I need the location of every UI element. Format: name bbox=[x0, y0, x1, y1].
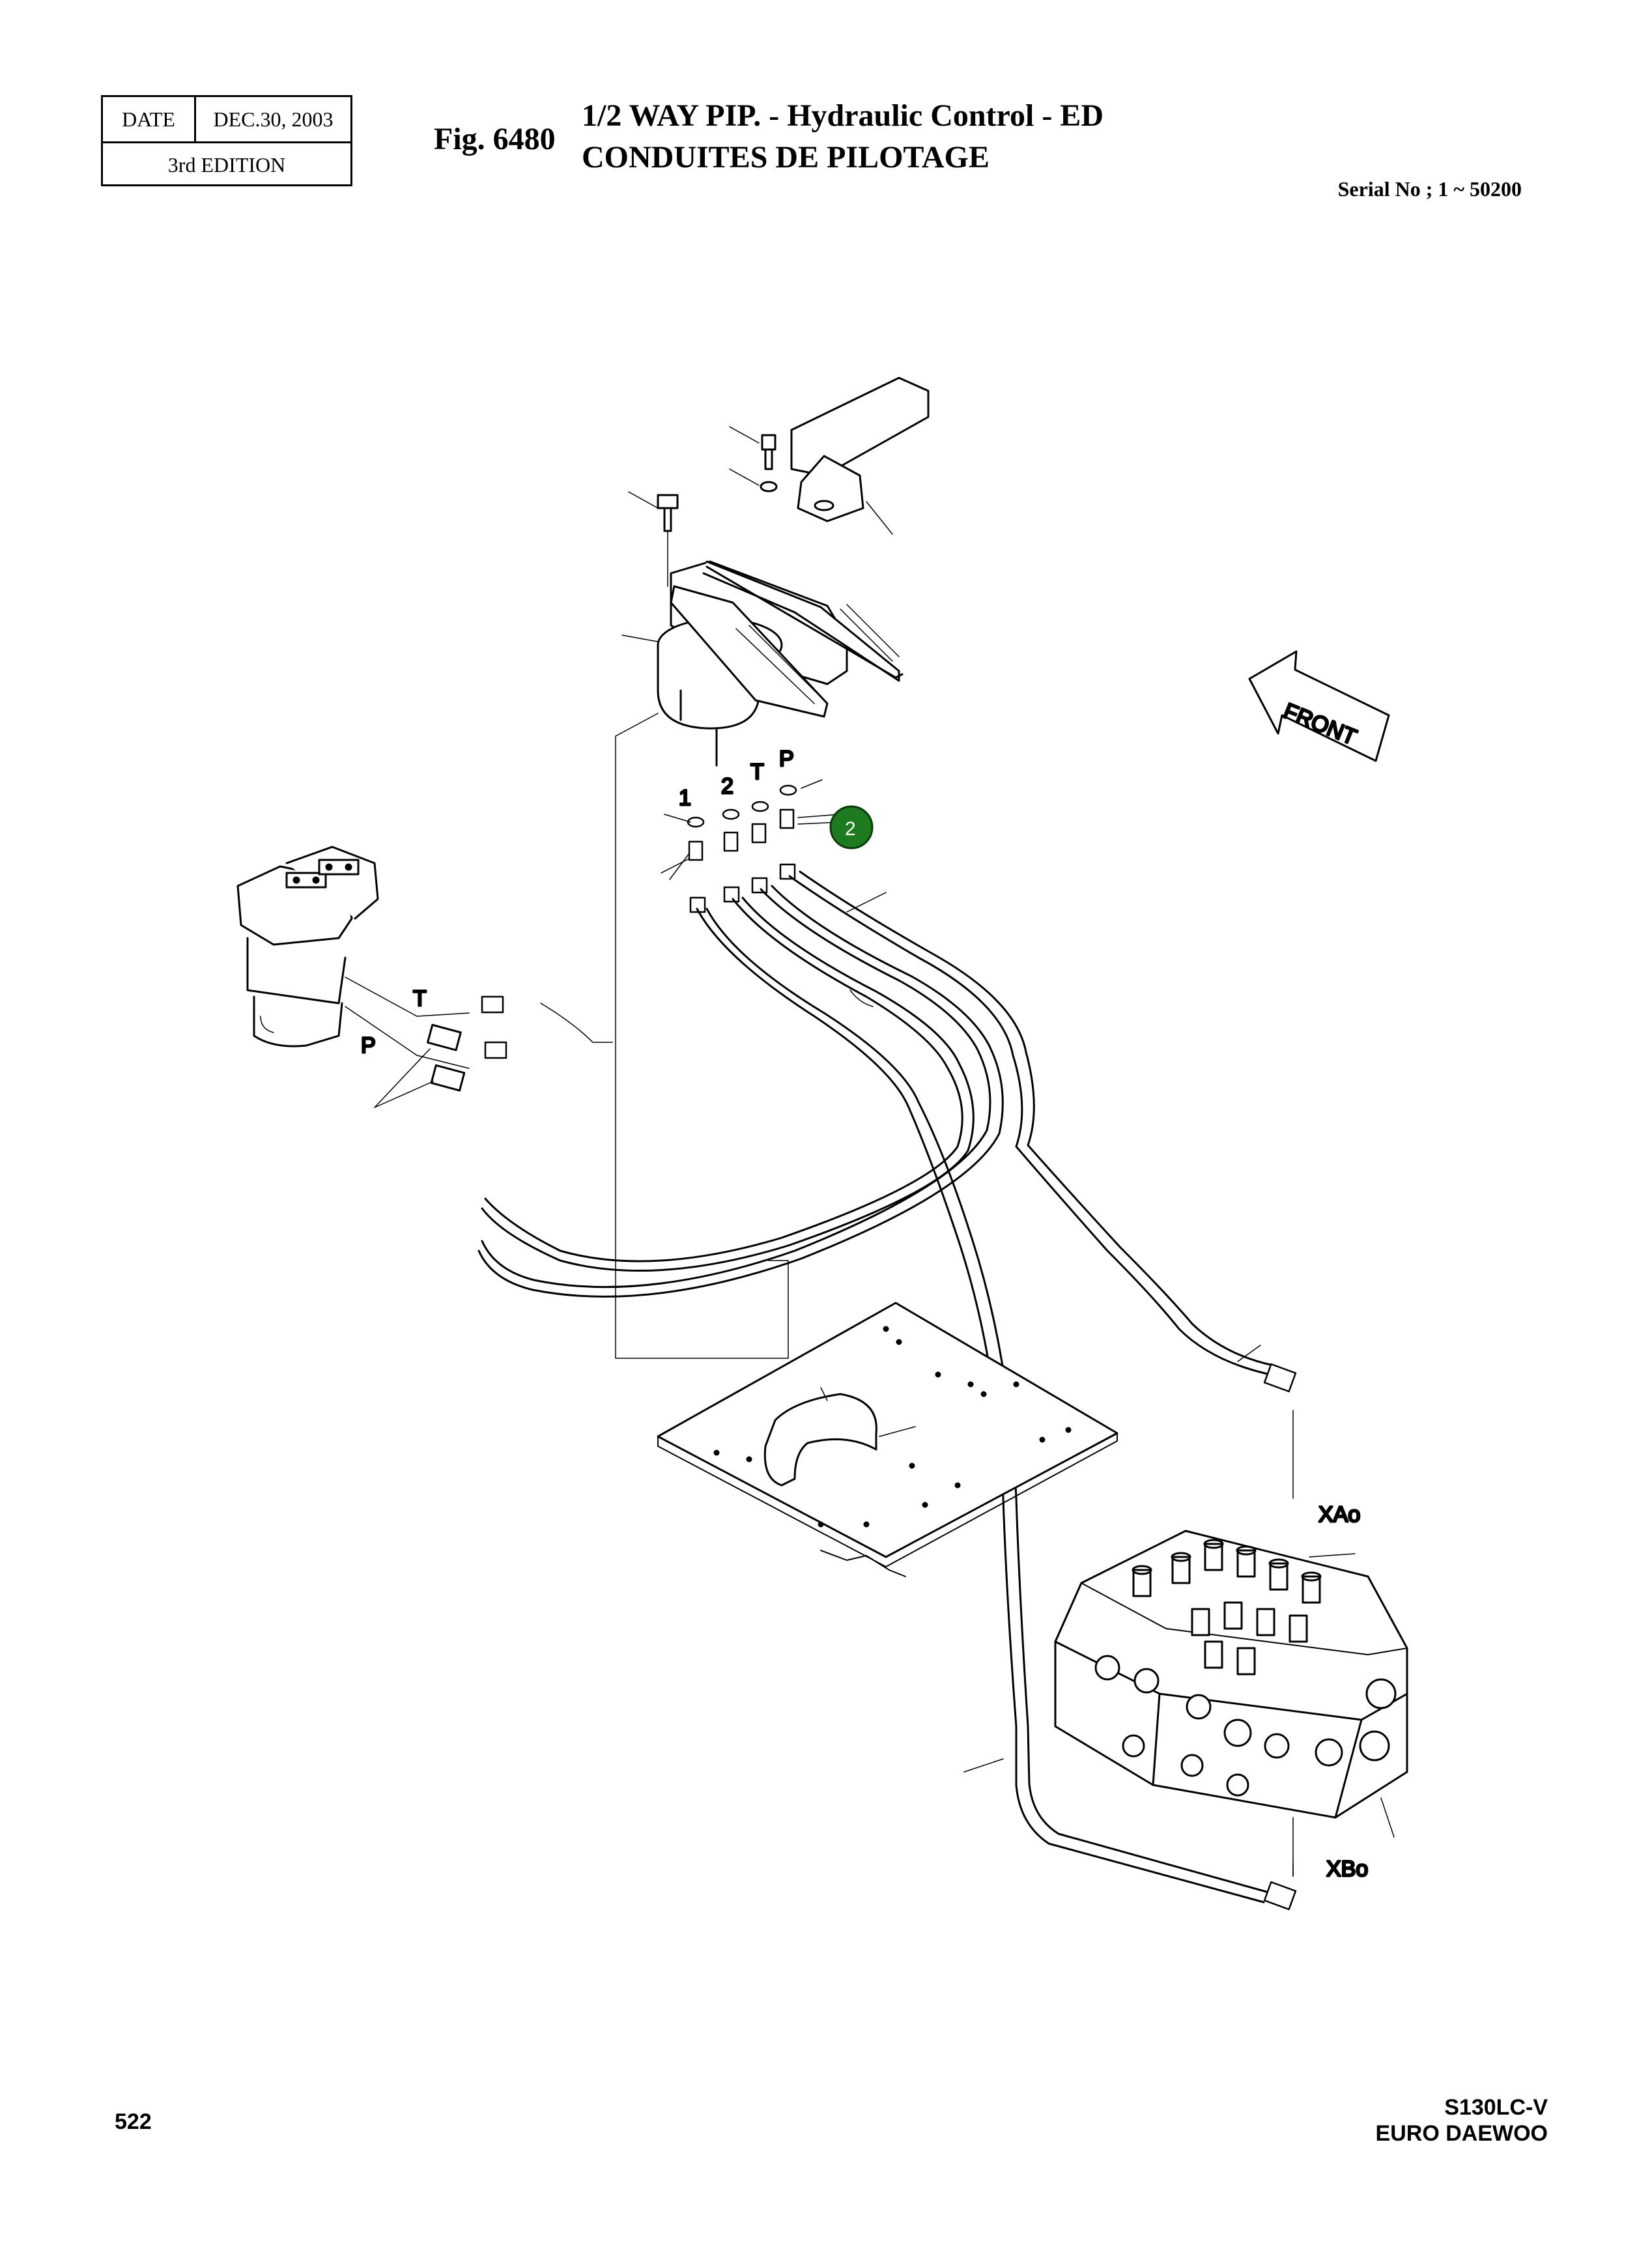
floor-plate bbox=[657, 1302, 1118, 1577]
valve-port-t: T bbox=[413, 986, 427, 1011]
date-value: DEC.30, 2003 bbox=[213, 107, 334, 131]
main-control-valve bbox=[1054, 1530, 1408, 1877]
port-label-xa: XAo bbox=[1318, 1502, 1360, 1527]
port-label-t: T bbox=[750, 760, 764, 784]
pilot-hoses bbox=[477, 870, 1281, 1904]
callout-number: 2 bbox=[845, 818, 856, 840]
page-number: 522 bbox=[115, 2109, 152, 2134]
edition: 3rd EDITION bbox=[167, 153, 286, 177]
port-label-2: 2 bbox=[721, 774, 733, 799]
port-label-p: P bbox=[779, 747, 794, 771]
port-label-1: 1 bbox=[679, 786, 691, 810]
model-name: S130LC-V bbox=[1444, 2095, 1548, 2120]
date-box: DATE DEC.30, 2003 3rd EDITION bbox=[101, 95, 352, 186]
pilot-valve-block bbox=[236, 846, 470, 1108]
orings-fittings bbox=[661, 779, 841, 913]
pedal-assembly bbox=[615, 377, 930, 1359]
title-english: 1/2 WAY PIP. - Hydraulic Control - ED bbox=[582, 98, 1104, 133]
callout-2[interactable]: 2 bbox=[829, 805, 874, 849]
title-french: CONDUITES DE PILOTAGE bbox=[582, 140, 990, 175]
port-label-xb: XBo bbox=[1326, 1857, 1368, 1881]
serial-number: Serial No ; 1 ~ 50200 bbox=[1337, 177, 1522, 201]
front-arrow: FRONT bbox=[1248, 650, 1390, 762]
hose-fittings bbox=[481, 995, 1297, 1911]
brand-name: EURO DAEWOO bbox=[1375, 2121, 1548, 2146]
date-row: DATE DEC.30, 2003 bbox=[103, 97, 350, 143]
date-label: DATE bbox=[103, 97, 196, 141]
valve-port-p: P bbox=[361, 1033, 376, 1058]
fig-number: Fig. 6480 bbox=[434, 122, 556, 156]
